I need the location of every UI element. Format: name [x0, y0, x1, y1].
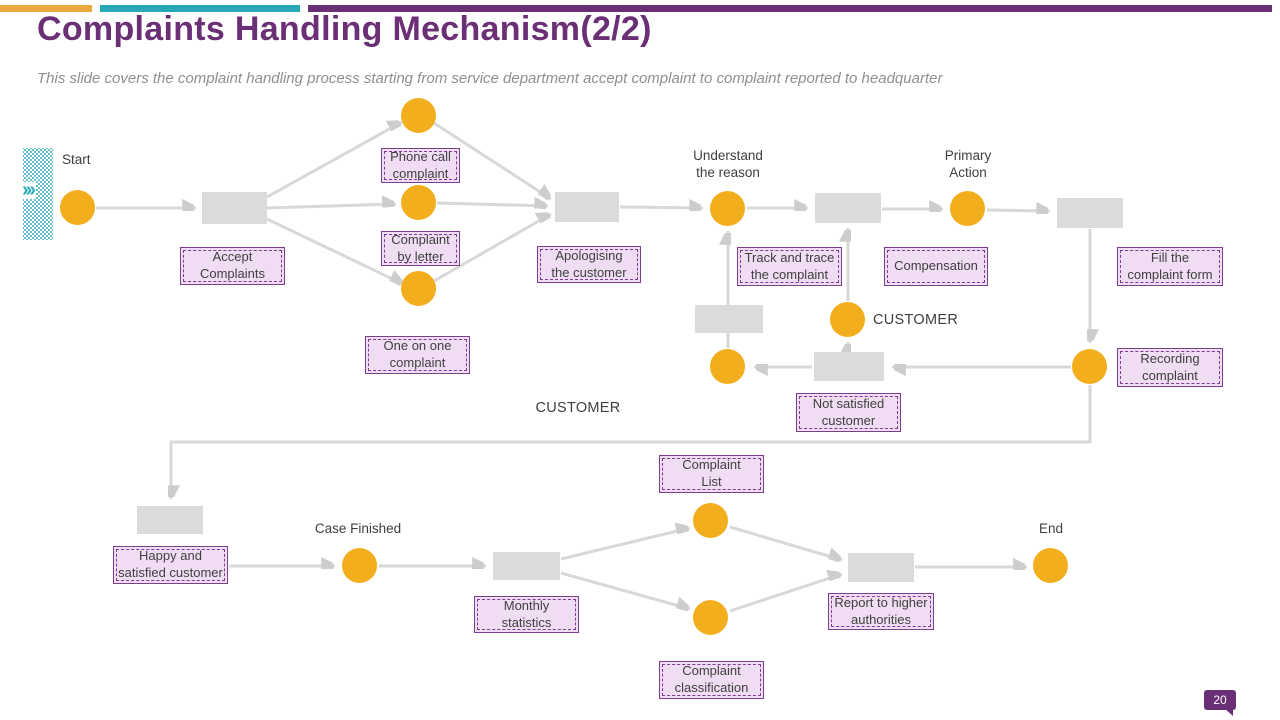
- node-primary-action-circle: [950, 191, 985, 226]
- node-case-finished-circle: [342, 548, 377, 583]
- label-box-accept-complaints: Accept Complaints: [180, 247, 285, 285]
- process-not-satisfied-rect: [814, 352, 884, 381]
- node-end-circle: [1033, 548, 1068, 583]
- top-accent-bar-teal: [100, 5, 300, 12]
- node-phone-call-circle: [401, 98, 436, 133]
- process-fill-form-rect: [1057, 198, 1123, 228]
- label-text: Monthly statistics: [501, 597, 552, 630]
- label-box-compensation: Compensation: [884, 247, 988, 286]
- node-complaint-list-circle: [693, 503, 728, 538]
- label-text: Report to higher authorities: [834, 594, 928, 627]
- stage-label-customer-lower: CUSTOMER: [535, 400, 621, 416]
- node-letter-circle: [401, 185, 436, 220]
- label-box-complaint-list: Complaint List: [659, 455, 764, 493]
- label-text: Not satisfied customer: [812, 395, 885, 428]
- label-box-fill-complaint-form: Fill the complaint form: [1117, 247, 1223, 286]
- label-text: Track and trace the complaint: [744, 249, 835, 282]
- process-accept-rect: [202, 192, 267, 224]
- label-text: Fill the complaint form: [1127, 249, 1213, 282]
- label-box-recording-complaint: Recording complaint: [1117, 348, 1223, 387]
- node-understand-circle: [710, 191, 745, 226]
- label-text: Complaint classification: [674, 663, 749, 695]
- node-start-circle: [60, 190, 95, 225]
- label-box-happy-satisfied-customer: Happy and satisfied customer: [113, 546, 228, 584]
- label-box-report-higher-authorities: Report to higher authorities: [828, 593, 934, 630]
- process-report-rect: [848, 553, 914, 582]
- label-box-complaint-by-letter: Complaint by letter: [381, 231, 460, 266]
- label-text: Accept Complaints: [199, 249, 266, 281]
- page-title: Complaints Handling Mechanism(2/2): [37, 10, 652, 48]
- label-text: Apologising the customer: [551, 247, 627, 280]
- page-subtitle: This slide covers the complaint handling…: [37, 70, 943, 87]
- stage-label-case-finished: Case Finished: [314, 521, 402, 536]
- process-loop-rect: [695, 305, 763, 333]
- top-accent-bar-yellow: [0, 5, 92, 12]
- chevrons-icon: ›››: [21, 180, 36, 200]
- top-accent-bar-purple: [308, 5, 1272, 12]
- stage-label-start: Start: [62, 152, 91, 167]
- node-one-on-one-circle: [401, 271, 436, 306]
- node-loop-return-circle: [710, 349, 745, 384]
- label-box-not-satisfied-customer: Not satisfied customer: [796, 393, 901, 432]
- process-apologising-rect: [555, 192, 619, 222]
- node-recording-circle: [1072, 349, 1107, 384]
- label-text: Happy and satisfied customer: [118, 548, 223, 580]
- label-box-phone-call-complaint: Phone call complaint: [381, 148, 460, 183]
- stage-label-understand-reason: Understand the reason: [693, 148, 763, 180]
- label-text: Complaint by letter: [391, 231, 450, 264]
- stage-label-customer-upper: CUSTOMER: [873, 312, 959, 328]
- label-text: Compensation: [894, 258, 978, 274]
- label-box-monthly-statistics: Monthly statistics: [474, 596, 579, 633]
- label-box-track-and-trace: Track and trace the complaint: [737, 247, 842, 286]
- label-box-one-on-one-complaint: One on one complaint: [365, 336, 470, 374]
- label-box-complaint-classification: Complaint classification: [659, 661, 764, 699]
- page-number-badge: 20: [1204, 690, 1236, 716]
- process-happy-rect: [137, 506, 203, 534]
- label-text: Complaint List: [682, 457, 741, 489]
- process-track-rect: [815, 193, 881, 223]
- page-number: 20: [1213, 693, 1227, 707]
- process-monthly-rect: [493, 552, 560, 580]
- label-text: Recording complaint: [1140, 350, 1200, 383]
- label-box-apologising-customer: Apologising the customer: [537, 246, 641, 283]
- label-text: One on one complaint: [383, 338, 452, 370]
- stage-label-end: End: [1038, 521, 1064, 536]
- label-text: Phone call complaint: [390, 148, 451, 181]
- node-customer-circle: [830, 302, 865, 337]
- node-classification-circle: [693, 600, 728, 635]
- stage-label-primary-action: Primary Action: [944, 148, 992, 180]
